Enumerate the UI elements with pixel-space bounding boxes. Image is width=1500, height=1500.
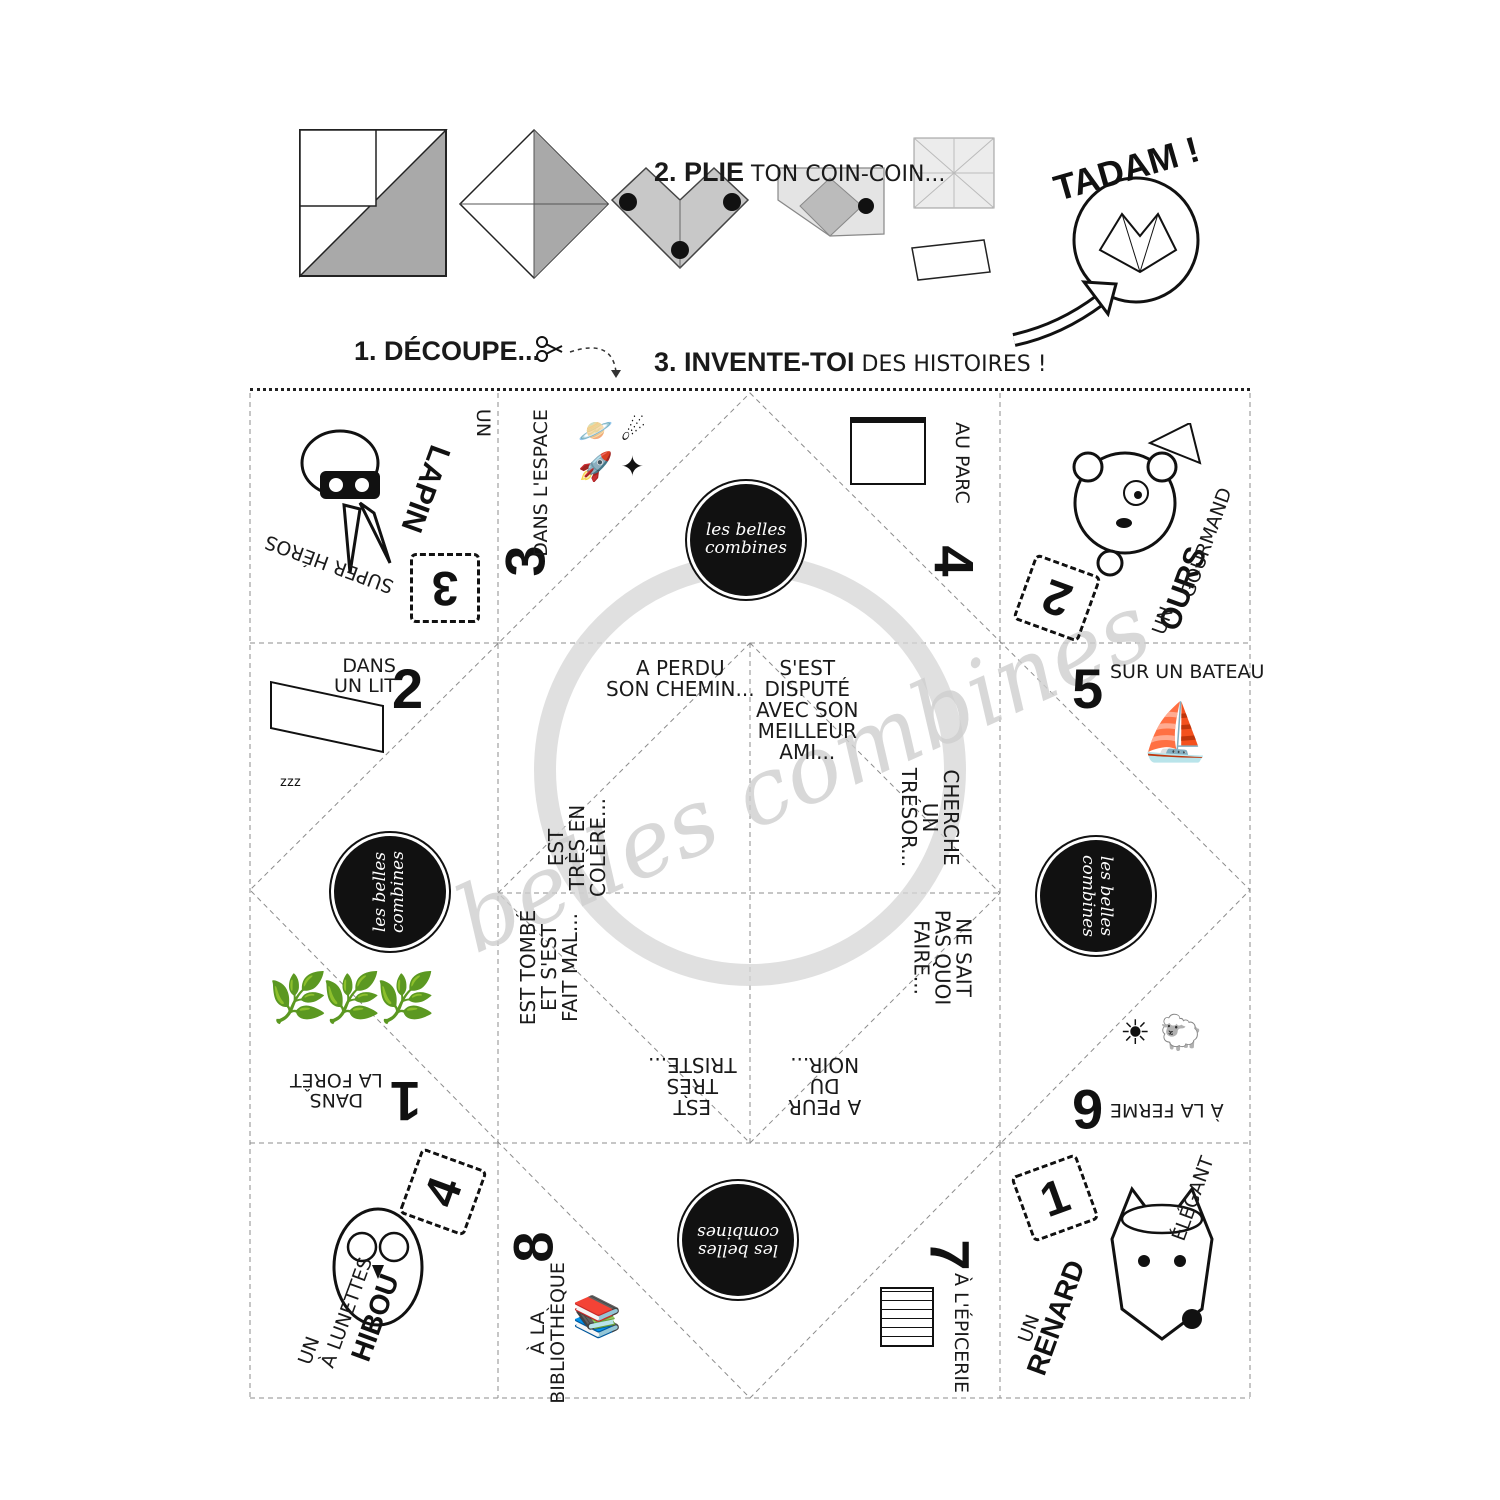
place-number: 6 — [1072, 1078, 1104, 1141]
logo-text-top: les belles combines — [705, 520, 787, 558]
situation-perdu: A PERDU SON CHEMIN... — [606, 656, 755, 701]
place-lit: 2 DANS UN LIT zzz — [250, 643, 498, 893]
character-number: 1 — [1033, 1168, 1077, 1228]
cut-line — [250, 388, 1250, 391]
situation-quoi-faire: NE SAIT PAS QUOI FAIRE... — [909, 909, 976, 1006]
space-icon: 🪐 ☄ 🚀 ✦ — [578, 415, 646, 483]
character-number: 4 — [413, 1170, 473, 1214]
situation-triste: EST TRÈS TRISTE... — [648, 1053, 737, 1119]
place-label: À L'ÉPICERIE — [949, 1272, 972, 1393]
step2-bold: 2. PLIE — [653, 157, 745, 187]
place-label: À LA BIBLIOTHÈQUE — [526, 1262, 569, 1404]
place-label: DANS L'ESPACE — [529, 409, 552, 557]
situation-dispute: S'EST DISPUTÉ AVEC SON MEILLEUR AMI... — [756, 656, 859, 764]
step1-label: 1. DÉCOUPE... — [354, 336, 540, 367]
situation-colere: EST TRÈS EN COLÈRE... — [544, 797, 611, 898]
character-corner-ours: OURS UN GOURMAND 2 — [1000, 393, 1250, 643]
place-foret: 1 DANS LA FORÊT 🌿🌿🌿 — [250, 893, 498, 1143]
situation-tresor: CHERCHE UN TRÉSOR... — [897, 767, 964, 868]
situation-peur: A PEUR DU NOIR... — [788, 1053, 862, 1119]
boat-icon: ⛵ — [1140, 700, 1210, 763]
place-label: À LA FERME — [1110, 1098, 1224, 1121]
step3-bold: 3. INVENTE-TOI — [653, 347, 855, 377]
character-prefix: UN — [472, 408, 495, 438]
sleep-icon: zzz — [280, 773, 301, 789]
tadam-label: TADAM ! — [1049, 128, 1204, 209]
place-number: 4 — [922, 545, 986, 577]
character-number-box: 1 — [1010, 1153, 1100, 1243]
step3-label: 3. INVENTE-TOI DES HISTOIRES ! — [626, 322, 1047, 403]
character-number-box: 3 — [410, 553, 480, 623]
step1-text: 1. DÉCOUPE... — [354, 336, 541, 366]
step2-rest: TON COIN-COIN... — [744, 162, 946, 187]
place-number: 5 — [1072, 657, 1104, 720]
farm-icon: ☀ 🐑 — [1120, 1014, 1203, 1052]
place-parc: 4 AU PARC — [750, 393, 1000, 643]
character-corner-hibou: HIBOU UN À LUNETTES 4 — [250, 1143, 498, 1398]
character-prefix: UN — [1148, 603, 1179, 638]
place-epicerie: 7 À L'ÉPICERIE — [750, 1143, 1000, 1398]
library-icon: 📚 — [572, 1295, 622, 1339]
place-espace: 3 DANS L'ESPACE 🪐 ☄ 🚀 ✦ — [494, 393, 750, 643]
place-label: DANS LA FORÊT — [290, 1068, 383, 1111]
situation-tombe: EST TOMBÉ ET S'EST FAIT MAL... — [516, 909, 583, 1026]
place-number: 8 — [501, 1231, 565, 1263]
place-ferme: 6 À LA FERME ☀ 🐑 — [1000, 893, 1250, 1143]
character-number: 2 — [1035, 568, 1079, 628]
grocery-icon — [880, 1287, 934, 1347]
park-icon — [850, 417, 926, 485]
logo-badge-top: les belles combines — [690, 484, 802, 596]
place-bateau: 5 SUR UN BATEAU ⛵ — [1000, 643, 1264, 893]
rabbit-icon — [290, 413, 410, 573]
place-bibliotheque: 8 À LA BIBLIOTHÈQUE 📚 — [498, 1143, 750, 1403]
place-label: AU PARC — [950, 422, 973, 504]
forest-icon: 🌿🌿🌿 — [268, 972, 435, 1025]
character-corner-renard: RENARD UN ÉLÉGANT 1 — [1000, 1143, 1250, 1398]
place-label: DANS UN LIT — [334, 655, 396, 697]
place-label: SUR UN BATEAU — [1110, 661, 1265, 683]
character-number: 3 — [431, 561, 459, 615]
place-number: 2 — [392, 657, 424, 720]
place-number: 7 — [918, 1239, 982, 1271]
step3-rest: DES HISTOIRES ! — [854, 352, 1047, 377]
character-corner-lapin: LAPIN UN SUPER HÉROS 3 — [250, 393, 498, 643]
step2-label: 2. PLIE TON COIN-COIN... — [626, 132, 945, 213]
place-number: 1 — [390, 1070, 422, 1133]
